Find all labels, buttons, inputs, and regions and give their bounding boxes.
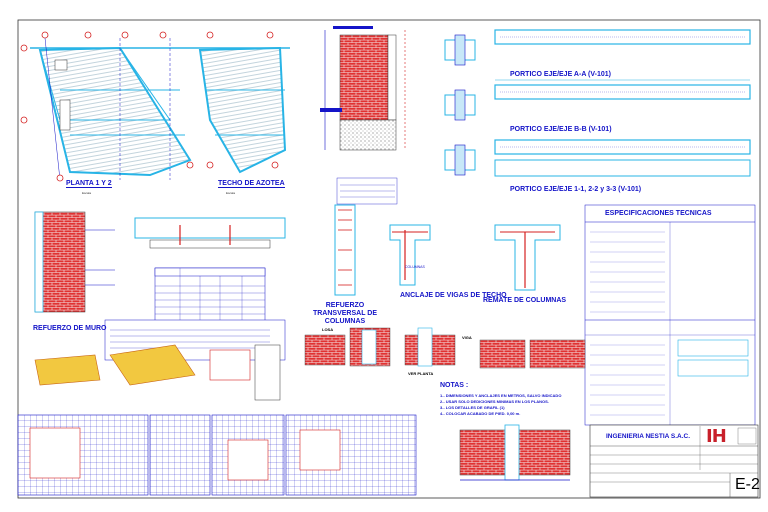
specs-title: ESPECIFICACIONES TECNICAS	[605, 210, 712, 217]
specs-panel	[584, 204, 756, 426]
remate-detail	[494, 224, 561, 291]
note-1: 1.- DIMENSIONES Y ANCLAJES EN METROS, SA…	[440, 393, 562, 398]
notes-title: NOTAS :	[440, 382, 469, 389]
techo-plan	[195, 31, 290, 174]
note-4: 4.- COLOCAR ACABADO DE PIED. 0,00 m.	[440, 411, 521, 416]
wall-section-details	[304, 327, 586, 369]
anclaje-detail	[389, 224, 431, 286]
sheet-number: E-2	[735, 476, 760, 493]
refuerzo-muro-title: REFUERZO DE MURO	[33, 325, 107, 332]
remate-title: REMATE DE COLUMNAS	[483, 297, 567, 304]
planta-plan	[30, 37, 195, 181]
company-logo: IH	[706, 426, 727, 447]
losa-label: LOSA	[322, 327, 334, 332]
portico-bb-title: PORTICO EJE/EJE B-B (V-101)	[510, 126, 612, 133]
wall-section-legend	[336, 177, 398, 205]
beam-stirrup-detail	[134, 217, 286, 249]
bottom-schedules	[17, 414, 417, 496]
columnas-label: COLUMNAS	[405, 265, 425, 269]
note-2: 2.- USAR SOLO DEDICIONES MINIMAS EN LOS …	[440, 399, 549, 404]
anclaje-title: ANCLAJE DE VIGAS DE TECHO	[400, 292, 507, 299]
planta-grid-bubbles	[20, 31, 194, 182]
ver-planta-label: VER PLANTA	[408, 371, 434, 376]
planta-title: PLANTA 1 Y 2	[66, 180, 112, 188]
portico-aa-title: PORTICO EJE/EJE A-A (V-101)	[510, 71, 612, 78]
connection-details	[444, 34, 476, 176]
column-elevation	[334, 204, 356, 296]
planta-scale: Escala	[82, 191, 92, 195]
techo-scale: Escala	[226, 191, 236, 195]
isometric-details	[34, 344, 281, 401]
lengths-table	[154, 267, 266, 329]
bottom-wall-detail	[459, 424, 571, 481]
refuerzo-muro-detail	[34, 211, 115, 313]
company-name: INGENIERIA NESTIA S.A.C.	[606, 433, 691, 440]
techo-title: TECHO DE AZOTEA	[218, 180, 285, 188]
portico-beams	[494, 29, 751, 177]
wall-section	[320, 26, 406, 151]
note-3: 3.- LOS DETALLES DE GRAFIL (1)	[440, 405, 505, 410]
refuerzo-transversal-title: REFUERZO TRANSVERSAL DE COLUMNAS	[312, 302, 378, 325]
portico-11-title: PORTICO EJE/EJE 1-1, 2-2 y 3-3 (V-101)	[510, 186, 642, 193]
sheet-border	[17, 19, 761, 499]
viga-label: VIGA	[462, 335, 472, 340]
title-block	[589, 424, 759, 498]
